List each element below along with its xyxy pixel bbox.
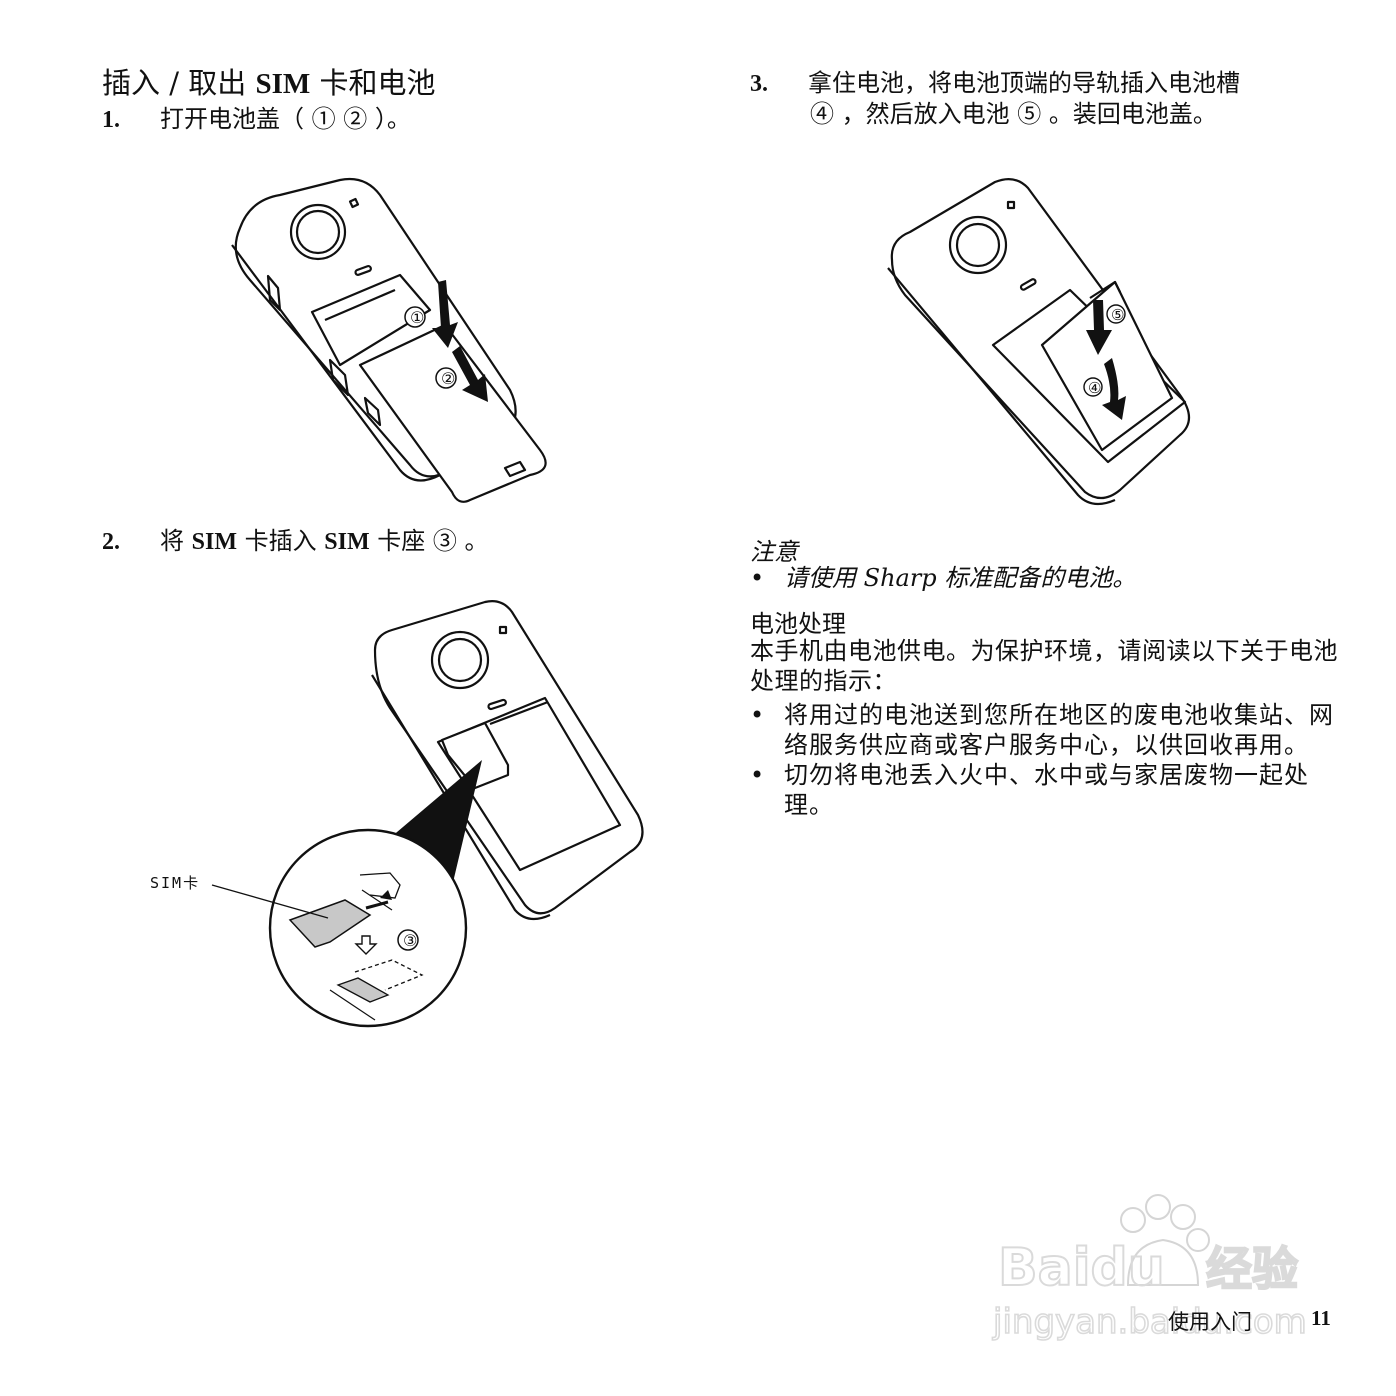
- step-text-part: 将: [160, 527, 192, 555]
- step-number: 2.: [102, 529, 120, 555]
- note-title: 注意: [750, 538, 798, 566]
- note-item-text: 请使用 Sharp 标准配备的电池。: [784, 564, 1137, 592]
- watermark-url: jingyan.baidu.com: [992, 1302, 1307, 1342]
- step-text: 打开电池盖（ ① ② ）。: [160, 105, 411, 133]
- figure-insert-battery: ⑤ ④: [887, 177, 1191, 506]
- title-sim: SIM: [255, 68, 311, 100]
- baidu-watermark: Baidu 经验 jingyan.baidu.com: [991, 1194, 1308, 1343]
- step-3: 3. 拿住电池，将电池顶端的导轨插入电池槽 ④ ，然后放入电池 ⑤ 。装回电池盖。: [750, 68, 1350, 129]
- callout-4: ④: [1088, 379, 1101, 397]
- list-item-text: 将用过的电池送到您所在地区的废电池收集站、网络服务供应商或客户服务中心，以供回收…: [784, 701, 1334, 759]
- battery-disposal-title: 电池处理: [750, 610, 846, 638]
- callout-2: ②: [441, 369, 455, 388]
- step-text-sim: SIM: [191, 529, 237, 555]
- list-item: • 切勿将电池丢入火中、水中或与家居废物一起处理。: [750, 760, 1340, 820]
- battery-disposal-paragraph: 本手机由电池供电。为保护环境，请阅读以下关于电池处理的指示：: [750, 637, 1338, 695]
- figure-open-battery-cover: ① ②: [231, 177, 547, 503]
- step-number: 1.: [102, 107, 120, 133]
- step-1: 1. 打开电池盖（ ① ② ）。: [102, 104, 411, 135]
- step-text-part: 卡座 ③ 。: [369, 527, 489, 555]
- sim-card-label: SIM卡: [150, 874, 201, 892]
- watermark-brand: Baidu: [998, 1238, 1165, 1298]
- step-2: 2. 将 SIM 卡插入 SIM 卡座 ③ 。: [102, 526, 488, 557]
- callout-3: ③: [403, 931, 417, 950]
- page-title: 插入 / 取出 SIM 卡和电池: [102, 66, 435, 101]
- title-suffix: 卡和电池: [310, 66, 436, 100]
- note-item: • 请使用 Sharp 标准配备的电池。: [750, 563, 1136, 593]
- callout-5: ⑤: [1111, 306, 1124, 324]
- step-text-line2: ④ ，然后放入电池 ⑤ 。装回电池盖。: [810, 100, 1217, 128]
- list-item: • 将用过的电池送到您所在地区的废电池收集站、网络服务供应商或客户服务中心，以供回…: [750, 700, 1340, 760]
- list-item-text: 切勿将电池丢入火中、水中或与家居废物一起处理。: [784, 761, 1309, 819]
- step-text-part: 卡插入: [236, 527, 325, 555]
- page-number: 11: [1311, 1306, 1331, 1330]
- bullet-icon: •: [750, 701, 766, 729]
- step-number: 3.: [750, 71, 768, 97]
- title-prefix: 插入 / 取出: [102, 66, 256, 100]
- battery-disposal-list: • 将用过的电池送到您所在地区的废电池收集站、网络服务供应商或客户服务中心，以供回…: [750, 700, 1340, 820]
- callout-1: ①: [410, 308, 424, 327]
- bullet-icon: •: [750, 761, 766, 789]
- figure-insert-sim: ③: [211, 600, 644, 1028]
- bullet-icon: •: [750, 564, 765, 592]
- footer-section: 使用入门: [1168, 1310, 1252, 1334]
- watermark-suffix: 经验: [1206, 1242, 1298, 1296]
- step-text-line1: 拿住电池，将电池顶端的导轨插入电池槽: [808, 69, 1240, 97]
- step-text-sim: SIM: [324, 529, 370, 555]
